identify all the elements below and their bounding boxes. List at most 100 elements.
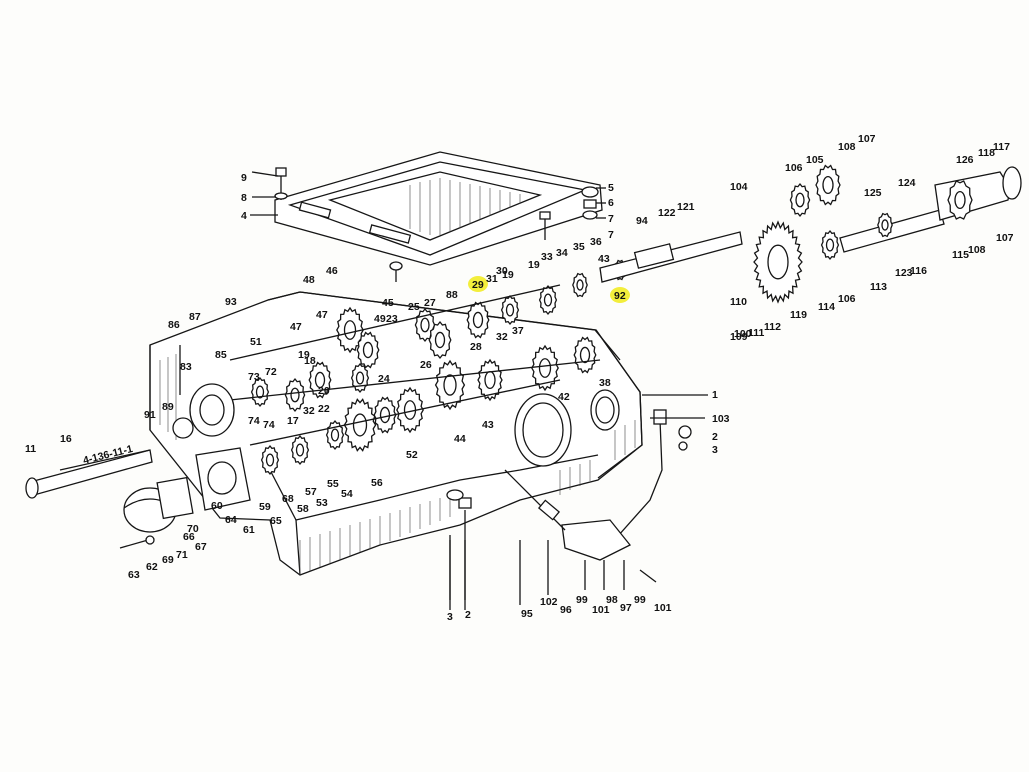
callout-label-l124: 124 (898, 177, 916, 189)
highlight-blob-l92 (610, 287, 630, 303)
callout-label-l70: 70 (187, 523, 199, 535)
callout-label-l7a: 7 (608, 213, 614, 225)
gear-17 (284, 377, 306, 413)
callout-label-l32a: 32 (303, 405, 315, 417)
callout-label-l110: 110 (730, 296, 747, 308)
callout-label-l104: 104 (730, 181, 748, 193)
callout-label-l101b: 101 (654, 602, 672, 614)
callout-label-l87: 87 (189, 311, 201, 323)
gear-38 (573, 336, 597, 374)
callout-label-l108b: 108 (968, 244, 986, 256)
callout-label-l31: 31 (486, 273, 498, 285)
callout-label-l46: 46 (326, 265, 338, 277)
callout-label-l54: 54 (341, 488, 353, 500)
callout-label-l107a: 107 (858, 133, 876, 145)
gear-23 (356, 331, 380, 369)
leader-lines (250, 171, 708, 610)
gear-46 (336, 306, 364, 354)
callout-label-l99a: 99 (576, 594, 588, 606)
callout-label-l56: 56 (371, 477, 383, 489)
callout-label-l99b: 99 (634, 594, 646, 606)
callout-label-l19b: 19 (502, 269, 514, 281)
callout-label-l48: 48 (303, 274, 315, 286)
left-covers (119, 345, 251, 549)
callout-label-l17: 17 (287, 415, 299, 427)
callout-label-l57: 57 (305, 486, 317, 498)
callout-label-l18: 18 (304, 355, 316, 367)
callout-label-l7b: 7 (608, 229, 614, 241)
callout-label-l68: 68 (282, 493, 294, 505)
callout-label-l64: 64 (225, 514, 237, 526)
callout-label-l113: 113 (870, 281, 887, 293)
callout-label-l4: 4 (241, 210, 247, 222)
callout-label-l106a: 106 (785, 162, 803, 174)
callout-label-l23: 23 (386, 313, 398, 325)
callout-label-l107b: 107 (996, 232, 1014, 244)
callout-label-l5: 5 (608, 182, 614, 194)
gear-73 (250, 376, 270, 408)
callout-label-l108a: 108 (838, 141, 856, 153)
callout-label-l106b: 106 (838, 293, 856, 305)
callout-label-l88: 88 (446, 289, 458, 301)
callout-label-l117: 117 (993, 141, 1010, 153)
callout-label-l85: 85 (215, 349, 227, 361)
callout-label-l116: 116 (910, 265, 927, 277)
callout-label-l126: 126 (956, 154, 974, 166)
callout-label-l58: 58 (297, 503, 309, 515)
callout-label-l3a: 3 (712, 444, 718, 456)
gear-52 (396, 386, 424, 434)
housing-105 (815, 164, 841, 206)
callout-label-l43a: 43 (598, 253, 610, 265)
gear-123 (877, 212, 893, 238)
ring-gear-119 (753, 220, 803, 304)
callout-label-l59: 59 (259, 501, 271, 513)
callout-label-l16: 16 (60, 433, 72, 445)
callout-label-l26: 26 (420, 359, 432, 371)
callout-label-l102: 102 (540, 596, 558, 608)
callout-label-l27: 27 (424, 297, 436, 309)
callout-label-l118: 118 (978, 147, 995, 159)
callout-label-l35: 35 (573, 241, 585, 253)
callout-label-l24: 24 (378, 373, 390, 385)
callout-label-l119: 119 (790, 309, 807, 321)
callout-label-l43b: 43 (482, 419, 494, 431)
internal-gears (250, 259, 627, 476)
callout-label-l111: 111 (748, 327, 765, 339)
callout-label-l83: 83 (180, 361, 192, 373)
callout-label-l121: 121 (677, 201, 695, 213)
callout-label-l3b: 3 (447, 611, 453, 623)
callout-label-l74b: 74 (263, 419, 275, 431)
flange-126 (947, 180, 973, 220)
gear-20 (308, 361, 332, 399)
callout-label-l123: 123 (895, 267, 913, 279)
gear-59 (260, 444, 280, 476)
gear-29 (466, 301, 490, 339)
callout-label-l45: 45 (382, 297, 394, 309)
callout-label-l115: 115 (952, 249, 969, 261)
callout-label-l47a: 47 (290, 321, 302, 333)
callout-label-l72: 72 (265, 366, 277, 378)
callout-label-l30: 30 (496, 265, 508, 277)
gear-43 (477, 358, 503, 402)
callout-label-l60: 60 (211, 500, 223, 512)
callout-label-l55: 55 (327, 478, 339, 490)
callout-label-l9: 9 (241, 172, 247, 184)
callout-label-l112: 112 (764, 321, 781, 333)
top-cover (274, 151, 603, 266)
callout-label-l98: 98 (606, 594, 618, 606)
callout-label-l1: 1 (712, 389, 718, 401)
callout-label-l67: 67 (195, 541, 207, 553)
callout-label-l2b: 2 (465, 609, 471, 621)
callout-label-l44: 44 (454, 433, 466, 445)
callout-label-l53: 53 (316, 497, 328, 509)
shafts (25, 166, 1022, 499)
callout-label-l34: 34 (556, 247, 568, 259)
gear-26 (434, 359, 466, 411)
callout-label-l74a: 74 (248, 415, 260, 427)
callout-label-l73: 73 (248, 371, 260, 383)
callout-label-l11: 11 (25, 443, 36, 455)
callout-label-l49: 49 (374, 313, 386, 325)
callout-label-l94: 94 (636, 215, 648, 227)
